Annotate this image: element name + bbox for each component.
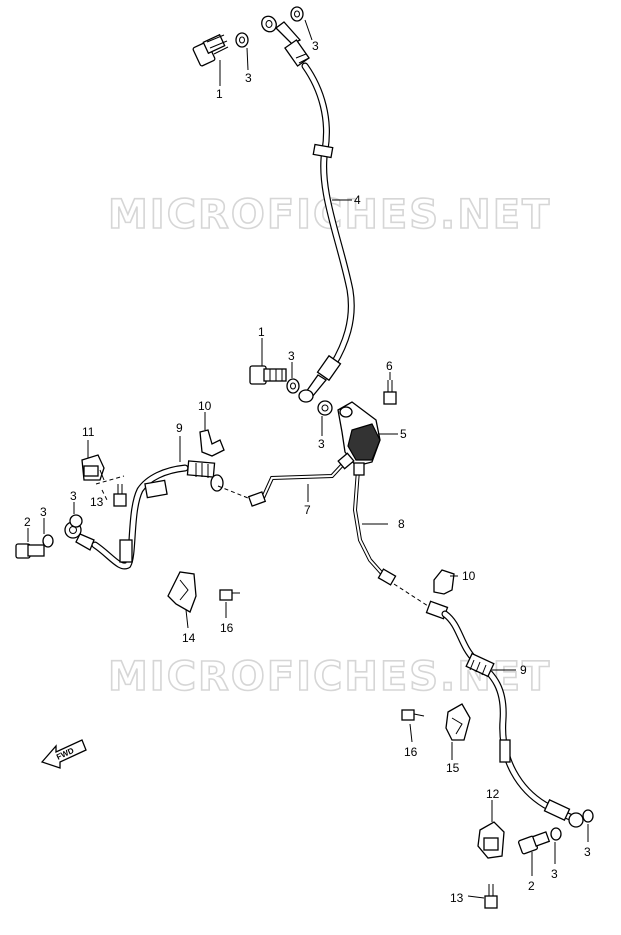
fwd-arrow-icon: FWD: [40, 739, 87, 769]
callout-9: 9: [520, 663, 527, 677]
callout-3: 3: [40, 505, 47, 519]
brake-hose-right: [425, 600, 584, 828]
three-way-joint: [337, 401, 381, 467]
washer-mid-right: [317, 400, 333, 416]
callout-2: 2: [528, 879, 535, 893]
callout-3: 3: [70, 489, 77, 503]
bolt-16-right: [401, 709, 425, 721]
callout-3: 3: [584, 845, 591, 859]
callout-16: 16: [404, 745, 418, 759]
bolt-2-right: [518, 831, 551, 855]
washer-top-right: [290, 6, 304, 22]
clamp-12: [477, 821, 505, 859]
callout-1: 1: [258, 325, 265, 339]
union-bolt-top: [192, 33, 229, 67]
bracket-14: [167, 571, 197, 613]
clamp-11: [81, 454, 105, 481]
bolt-16-left: [219, 589, 240, 601]
callout-16: 16: [220, 621, 234, 635]
washer-mid-left: [286, 378, 300, 394]
callout-6: 6: [386, 359, 393, 373]
callout-3: 3: [288, 349, 295, 363]
washer-top-left: [235, 32, 249, 48]
callout-10: 10: [462, 569, 476, 583]
bracket-15: [445, 703, 471, 741]
callout-9: 9: [176, 421, 183, 435]
bolt-13-left: [113, 484, 127, 507]
brake-pipe-8: [352, 462, 397, 586]
callout-1: 1: [216, 87, 223, 101]
washer-left-b: [69, 514, 83, 528]
bolt-2-left: [15, 543, 45, 559]
bolt-6: [383, 380, 397, 405]
callout-3: 3: [245, 71, 252, 85]
callout-8: 8: [398, 517, 405, 531]
callout-3: 3: [312, 39, 319, 53]
washer-right-a: [582, 809, 594, 823]
washer-right-b: [550, 827, 562, 841]
callout-3: 3: [318, 437, 325, 451]
brake-hose-upper: [261, 15, 355, 403]
bolt-13-right: [484, 884, 498, 909]
union-bolt-mid: [249, 365, 287, 385]
callout-15: 15: [446, 761, 460, 775]
clip-10-upper: [199, 429, 225, 457]
washer-left-a: [42, 534, 54, 548]
callout-4: 4: [354, 193, 361, 207]
callout-11: 11: [82, 425, 95, 439]
callout-3: 3: [551, 867, 558, 881]
callout-13: 13: [450, 891, 464, 905]
callout-10: 10: [198, 399, 212, 413]
callout-14: 14: [182, 631, 196, 645]
callout-7: 7: [304, 503, 311, 517]
callout-2: 2: [24, 515, 31, 529]
clip-10-lower: [433, 569, 455, 595]
callout-13: 13: [90, 495, 104, 509]
brake-pipe-7: [247, 452, 355, 507]
callout-5: 5: [400, 427, 407, 441]
callout-12: 12: [486, 787, 500, 801]
